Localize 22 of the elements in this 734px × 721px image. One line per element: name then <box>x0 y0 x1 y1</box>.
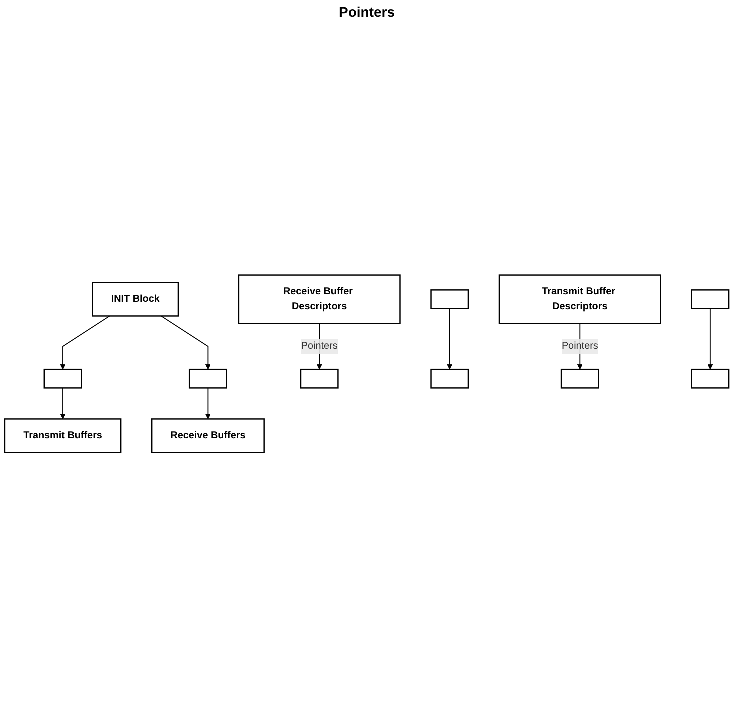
node-box <box>188 368 228 389</box>
node-box <box>430 368 470 389</box>
arrow <box>60 316 110 370</box>
arrow <box>205 388 211 420</box>
edge-label: Pointers <box>301 341 338 352</box>
node-box <box>430 290 470 310</box>
arrow <box>447 308 453 370</box>
node-box: Receive Buffers <box>151 418 265 454</box>
node-box: Receive Buffer Descriptors <box>238 274 401 324</box>
node-box <box>44 368 82 389</box>
arrow <box>160 316 211 370</box>
node-box <box>691 368 730 389</box>
arrow <box>60 388 66 420</box>
edge-label: Pointers <box>562 341 598 352</box>
node-box <box>560 368 600 389</box>
arrow <box>708 308 714 370</box>
node-box <box>300 368 339 389</box>
node-box: INIT Block <box>92 282 180 317</box>
node-box: Transmit Buffer Descriptors <box>498 274 662 324</box>
node-box: Transmit Buffers <box>4 418 122 454</box>
note-label: Pointers <box>338 4 395 20</box>
node-box <box>691 290 730 310</box>
